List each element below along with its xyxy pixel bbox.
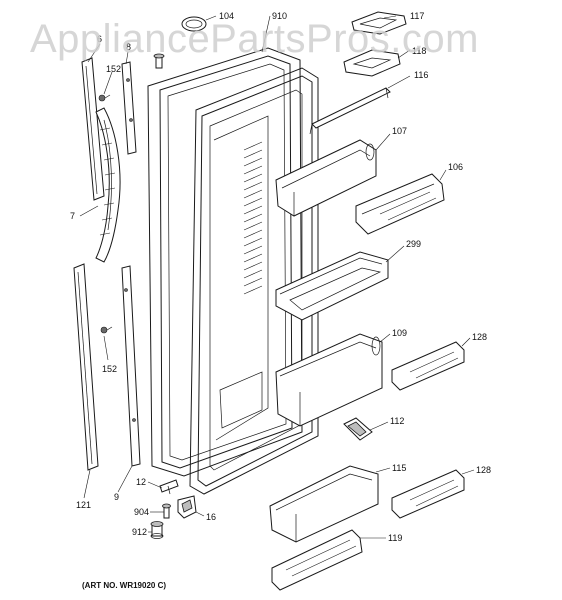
- door-bin-115-part: [269, 465, 379, 543]
- door-handle-part: [95, 107, 121, 263]
- door-gasket-part: [189, 67, 319, 495]
- bin-cover-106-part: [355, 173, 445, 235]
- callout-119: 119: [388, 533, 402, 543]
- callout-904: 904: [134, 507, 149, 517]
- trim-strip-part: [81, 57, 105, 201]
- callout-117: 117: [410, 11, 424, 21]
- hinge-16-part: [177, 495, 197, 519]
- callout-128-upper: 128: [472, 332, 487, 342]
- callout-labels: 104 910 117 118 116 6 8 152 107 106 7 29…: [70, 11, 491, 543]
- callout-8: 8: [126, 42, 131, 52]
- callout-152-upper: 152: [106, 64, 121, 74]
- seal-ring-part: [181, 16, 207, 32]
- bushing-912-part: [150, 521, 164, 539]
- watermark-text: AppliancePartsPros.com: [30, 17, 479, 61]
- callout-116: 116: [414, 70, 428, 80]
- callout-912: 912: [132, 527, 147, 537]
- top-bin-part: [351, 11, 407, 35]
- leader-lines: [79, 15, 475, 539]
- hinge-pin-part: [153, 53, 165, 69]
- bin-cover-119-part: [271, 529, 363, 591]
- callout-910: 910: [272, 11, 287, 21]
- hinge-strip-part: [121, 61, 137, 155]
- callout-7: 7: [70, 211, 75, 221]
- screw-part-upper: [98, 94, 111, 102]
- callout-6: 6: [97, 34, 102, 44]
- callout-118: 118: [412, 46, 426, 56]
- art-number: (ART NO. WR19020 C): [82, 581, 166, 590]
- callout-128-lower: 128: [476, 465, 491, 475]
- screw-part-lower: [100, 326, 113, 334]
- screw-904-part: [162, 503, 171, 519]
- callout-115: 115: [392, 463, 406, 473]
- bin-cover-128-lower-part: [391, 469, 465, 519]
- callout-299: 299: [406, 239, 421, 249]
- callout-16: 16: [206, 512, 216, 522]
- callout-152-lower: 152: [102, 364, 117, 374]
- callout-107: 107: [392, 126, 407, 136]
- second-bin-part: [343, 49, 401, 77]
- bin-cover-128-upper-part: [391, 341, 465, 391]
- door-shelf-299-part: [275, 251, 389, 321]
- lower-trim-part: [73, 263, 99, 471]
- callout-9: 9: [114, 492, 119, 502]
- clip-112-part: [343, 417, 373, 441]
- hinge-bracket-12-part: [159, 479, 179, 495]
- callout-106: 106: [448, 162, 463, 172]
- rail-part: [309, 87, 391, 135]
- door-bin-107-part: [275, 139, 377, 217]
- callout-112: 112: [390, 416, 404, 426]
- callout-104: 104: [219, 11, 234, 21]
- callout-12: 12: [136, 477, 146, 487]
- door-bin-109-part: [275, 333, 383, 427]
- callout-109: 109: [392, 328, 407, 338]
- lower-strip-part: [121, 265, 141, 467]
- door-shell-part: [147, 47, 303, 477]
- callout-121: 121: [76, 500, 91, 510]
